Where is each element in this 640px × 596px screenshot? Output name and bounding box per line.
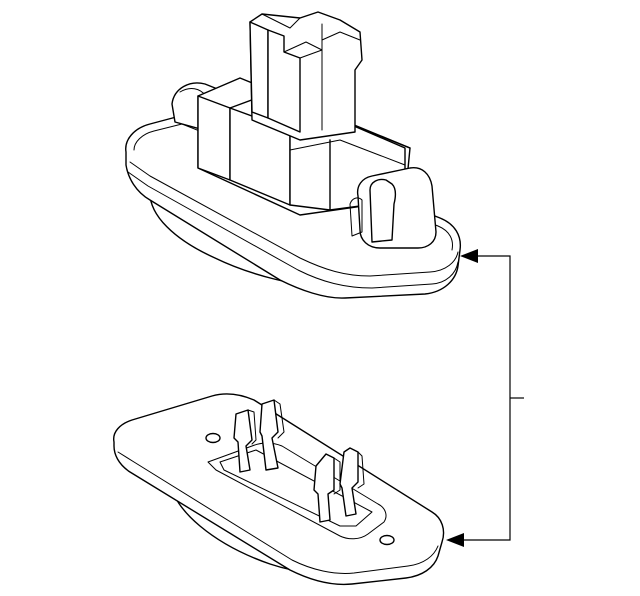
license-lamp-lens-icon — [113, 393, 445, 586]
license-lamp-assembly-icon — [125, 11, 462, 299]
callout-bracket — [446, 249, 524, 547]
arrow-icon-upper — [460, 249, 478, 263]
callout-leader-line — [462, 255, 511, 541]
arrow-icon-lower — [446, 533, 464, 547]
